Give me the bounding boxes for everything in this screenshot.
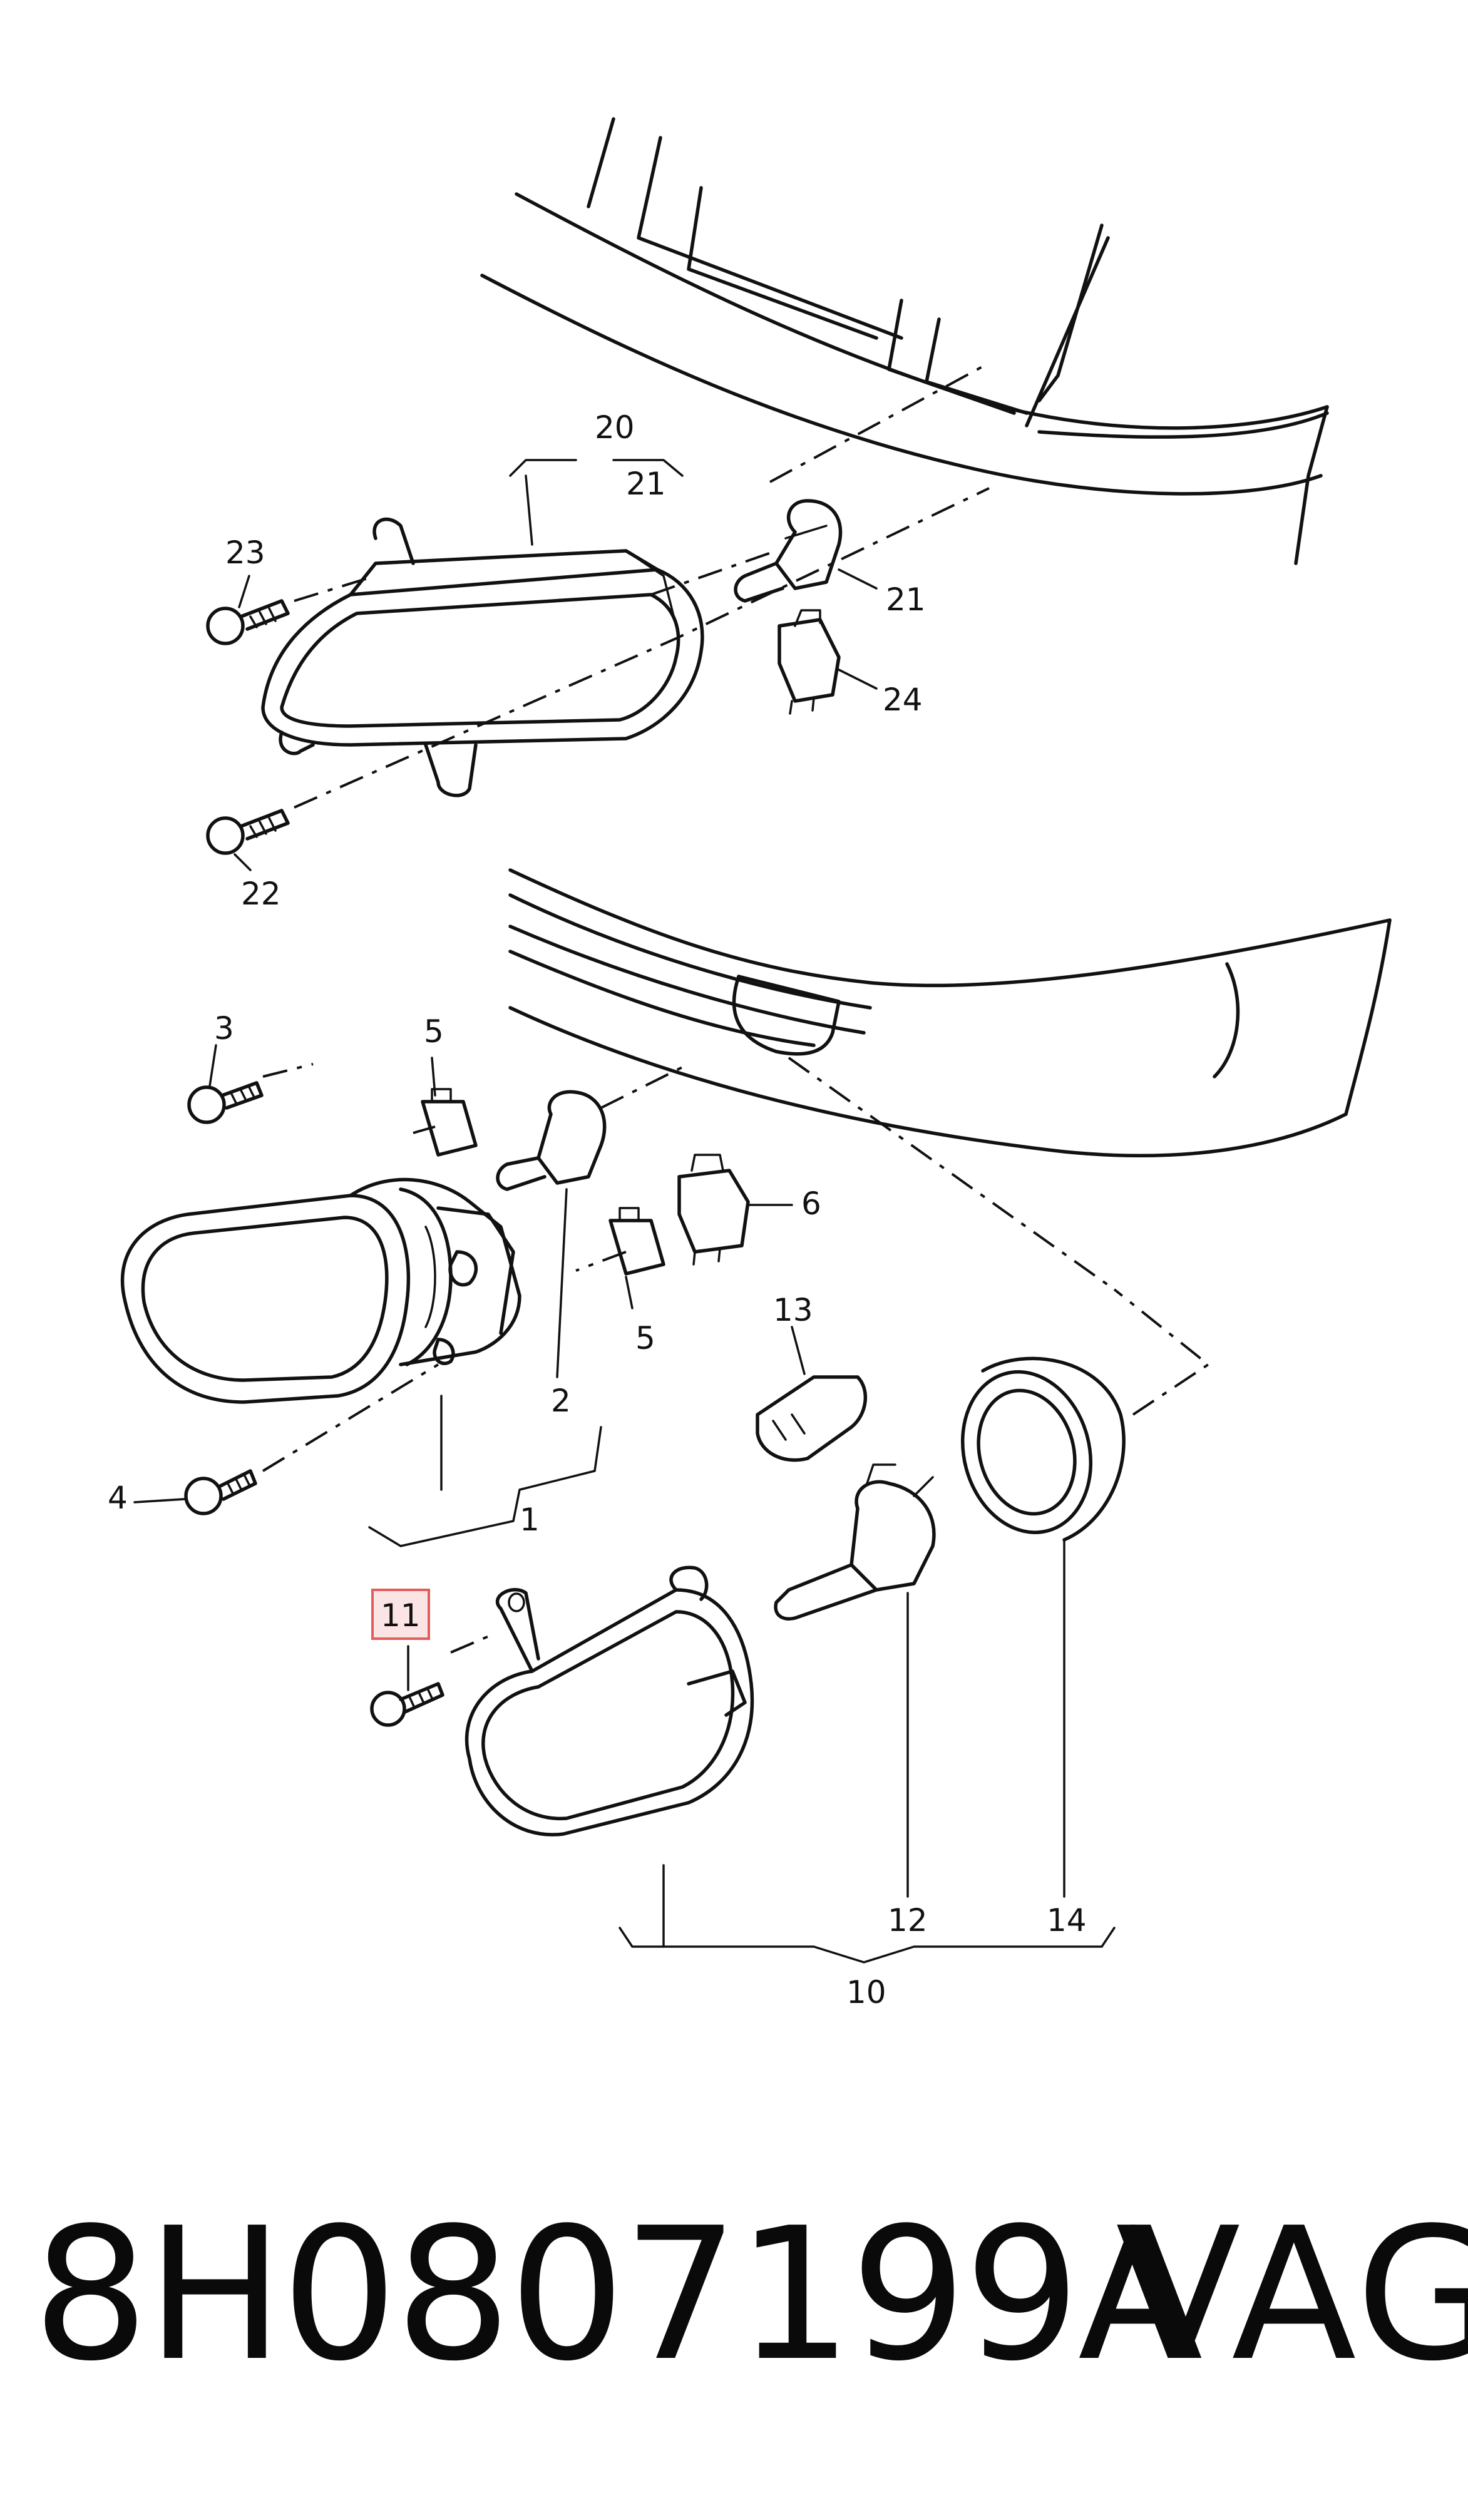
screw-4-drawing	[184, 1469, 257, 1515]
bulb-2-drawing	[496, 1090, 607, 1191]
screw-23-drawing	[206, 599, 290, 645]
callout-12: 12	[888, 1902, 928, 1939]
callout-13: 13	[773, 1292, 813, 1328]
cover-14-drawing	[960, 1356, 1126, 1542]
callout-labels: 20 21 23 21 24 22 3 5 6 5 13 2 4 1 11 12…	[108, 409, 1087, 2010]
callout-1: 1	[520, 1502, 540, 1538]
callout-23: 23	[225, 535, 265, 571]
callout-14: 14	[1047, 1902, 1087, 1939]
callout-6: 6	[801, 1186, 821, 1222]
callout-24: 24	[883, 682, 923, 718]
exploded-view-drawing: 20 21 23 21 24 22 3 5 6 5 13 2 4 1 11 12…	[108, 117, 1392, 2010]
callout-4: 4	[108, 1480, 128, 1516]
upper-bumper-drawing	[480, 117, 1329, 565]
alignment-lines	[262, 362, 1211, 1654]
lower-bumper-drawing	[508, 868, 1392, 1157]
screw-22-drawing	[206, 809, 290, 855]
callout-10: 10	[846, 1974, 886, 2010]
fog-light-assembly-1-drawing	[120, 1177, 521, 1404]
callout-21-right: 21	[886, 581, 926, 618]
callout-5-bottom: 5	[635, 1320, 655, 1356]
clip-5-lower-drawing	[608, 1207, 665, 1276]
callout-11-highlighted: 11	[381, 1597, 421, 1634]
fog-light-housing-10-drawing	[465, 1565, 754, 1836]
callout-20: 20	[595, 409, 635, 446]
connector-13-drawing	[756, 1375, 867, 1462]
screw-3-drawing	[187, 1081, 264, 1124]
bulb-21-drawing	[734, 499, 843, 603]
connector-24-drawing	[778, 609, 841, 715]
leader-lines	[133, 459, 1116, 1964]
upper-light-housing-drawing	[261, 518, 704, 797]
highlight-box-11	[371, 1589, 430, 1640]
callout-3: 3	[214, 1010, 234, 1047]
part-number-text: 8H0807199A	[33, 2188, 1203, 2401]
callout-22: 22	[241, 876, 281, 912]
bulb-12-drawing	[774, 1463, 936, 1621]
callout-2: 2	[551, 1383, 571, 1419]
callout-5-top: 5	[424, 1013, 444, 1050]
connector-6-drawing	[677, 1154, 750, 1266]
callout-21-top: 21	[626, 466, 666, 502]
screw-11-drawing	[370, 1682, 444, 1727]
brand-text: VAG	[1116, 2188, 1468, 2401]
clip-5-upper-drawing	[421, 1088, 478, 1157]
